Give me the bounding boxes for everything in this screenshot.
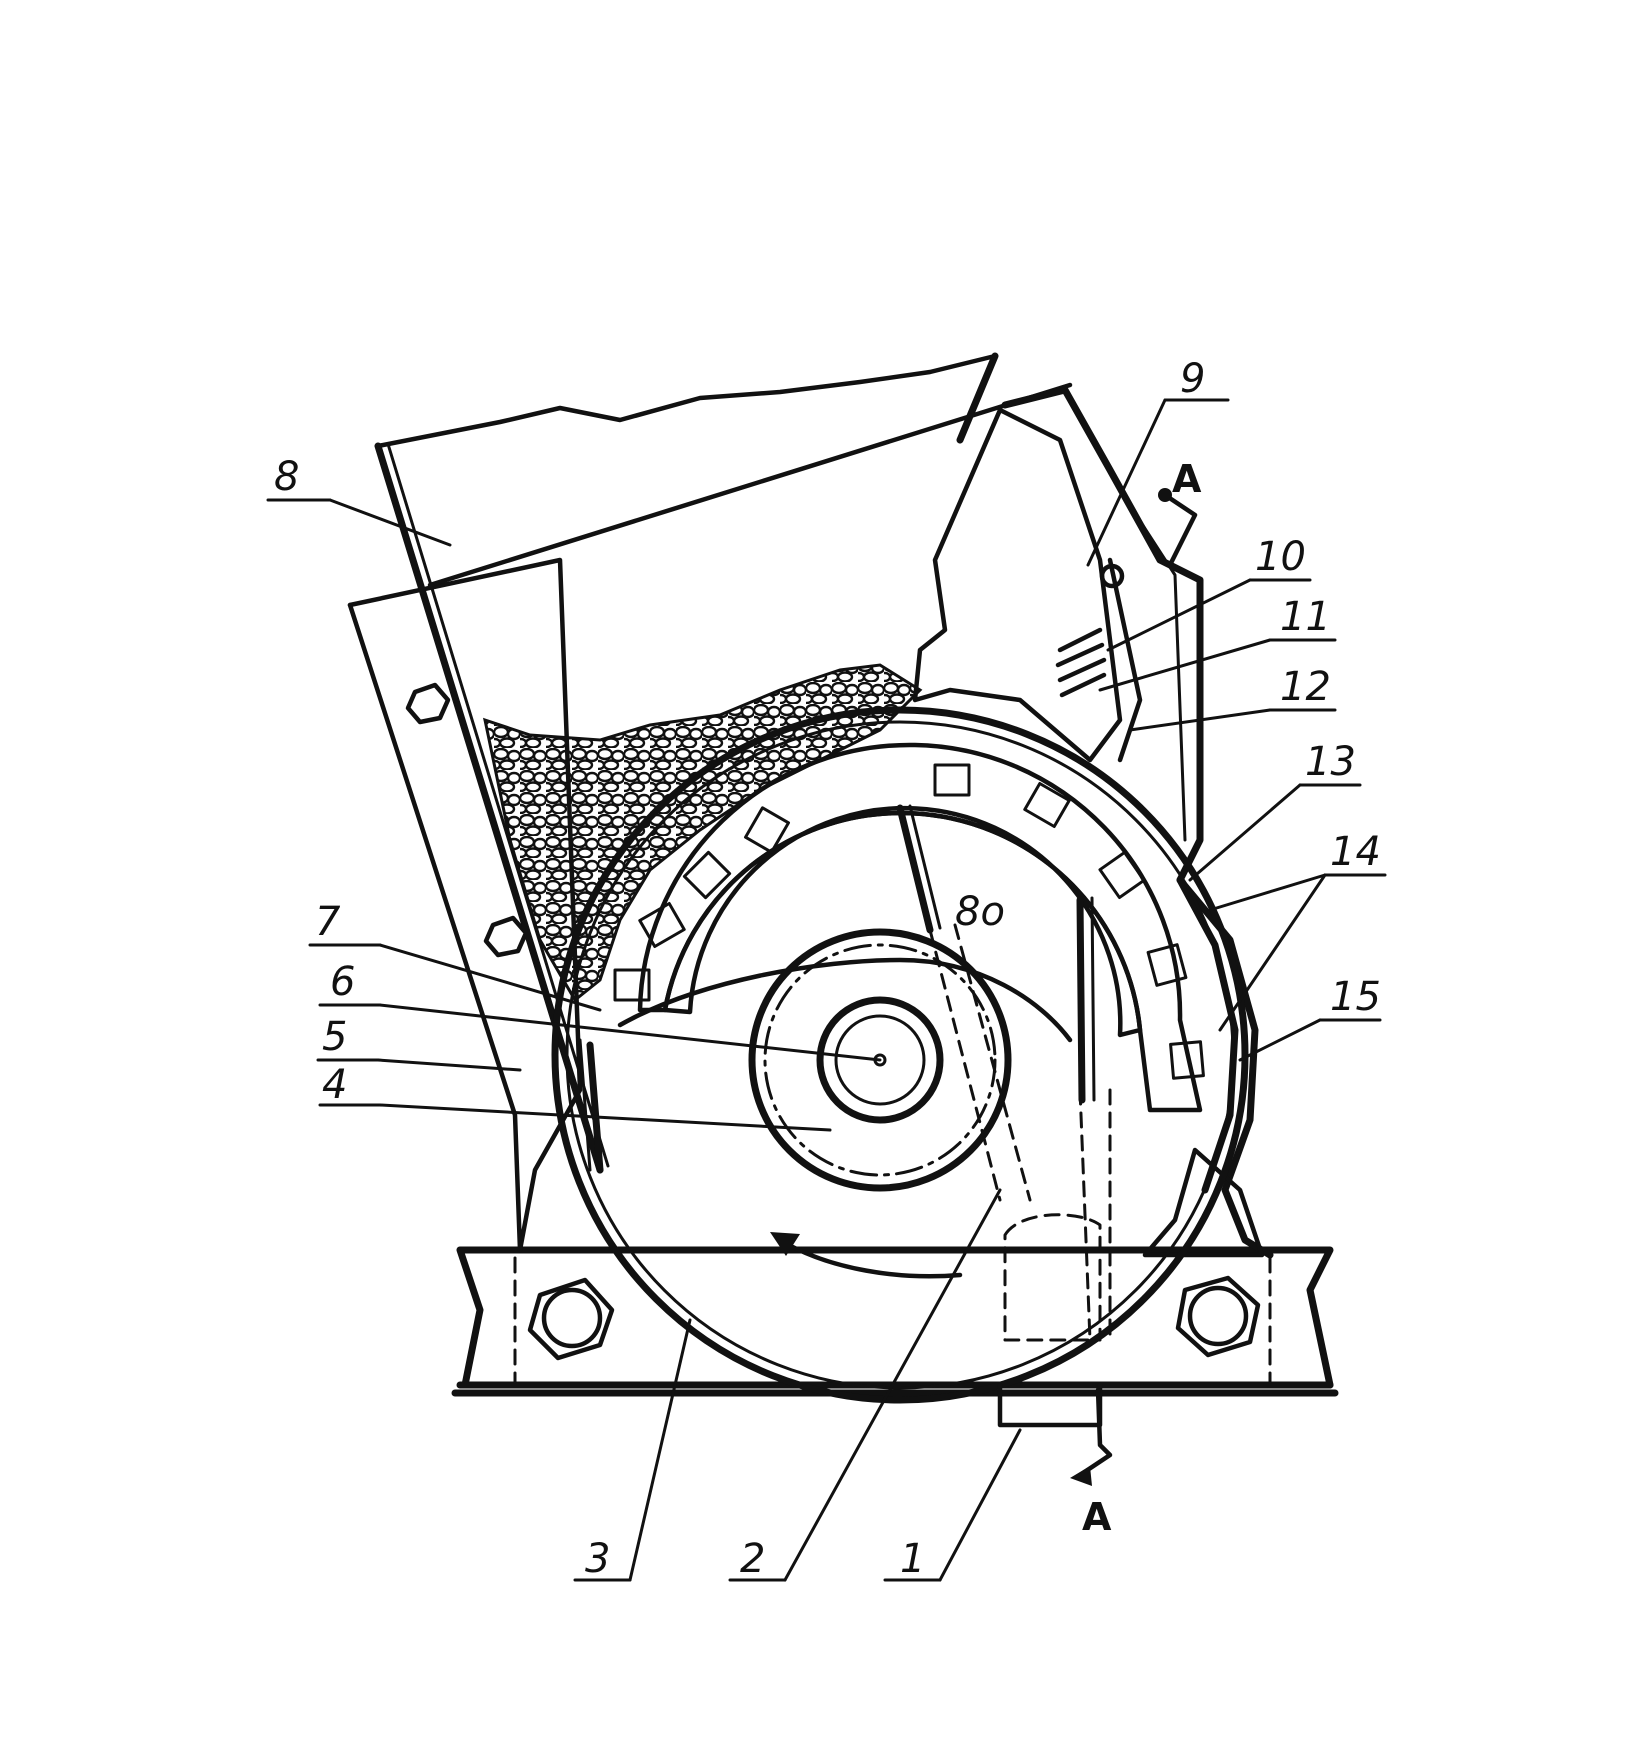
- material-pile: [482, 663, 923, 1003]
- divider-plates: [896, 804, 1096, 1104]
- label-13: 13: [1305, 739, 1356, 785]
- label-12: 12: [1280, 664, 1331, 710]
- ring-segments: [613, 763, 1205, 1080]
- leader-lines: [266, 398, 1387, 1582]
- label-1: 1: [900, 1536, 925, 1582]
- bolt-left: [527, 1277, 615, 1361]
- eccentric-rotor: [617, 928, 1073, 1192]
- label-11: 11: [1280, 594, 1331, 640]
- outer-drum: [551, 706, 1249, 1404]
- label-3: 3: [585, 1536, 610, 1582]
- part-labels: 8 9 A 10 11 12 13 14 15 7 6 5 4 8o 3 2 1…: [274, 356, 1381, 1582]
- adjusting-spring: [1055, 557, 1143, 763]
- label-6: 6: [330, 959, 355, 1005]
- section-mark-top: [1158, 488, 1198, 568]
- feed-hopper: [374, 352, 1073, 1174]
- label-2: 2: [740, 1536, 765, 1582]
- base-plate: [451, 1246, 1339, 1397]
- label-10: 10: [1255, 534, 1306, 580]
- support-bracket: [1142, 1147, 1265, 1258]
- label-section-top: A: [1172, 457, 1202, 501]
- inner-shell: [662, 805, 1143, 1038]
- label-15: 15: [1330, 974, 1381, 1020]
- label-8: 8: [274, 454, 299, 500]
- bolt-right: [1175, 1275, 1261, 1358]
- label-7: 7: [315, 899, 341, 945]
- rotation-arrow: [770, 1232, 963, 1279]
- label-4: 4: [322, 1062, 347, 1108]
- section-mark-bottom: [1070, 1387, 1113, 1486]
- label-section-bottom: A: [1082, 1495, 1112, 1539]
- label-5: 5: [322, 1014, 347, 1060]
- label-9: 9: [1180, 356, 1205, 402]
- upper-liner-wedge: [912, 407, 1123, 763]
- label-8o: 8o: [955, 889, 1005, 935]
- lower-lip: [586, 1041, 604, 1174]
- label-14: 14: [1330, 829, 1381, 875]
- side-plate: [347, 557, 583, 1253]
